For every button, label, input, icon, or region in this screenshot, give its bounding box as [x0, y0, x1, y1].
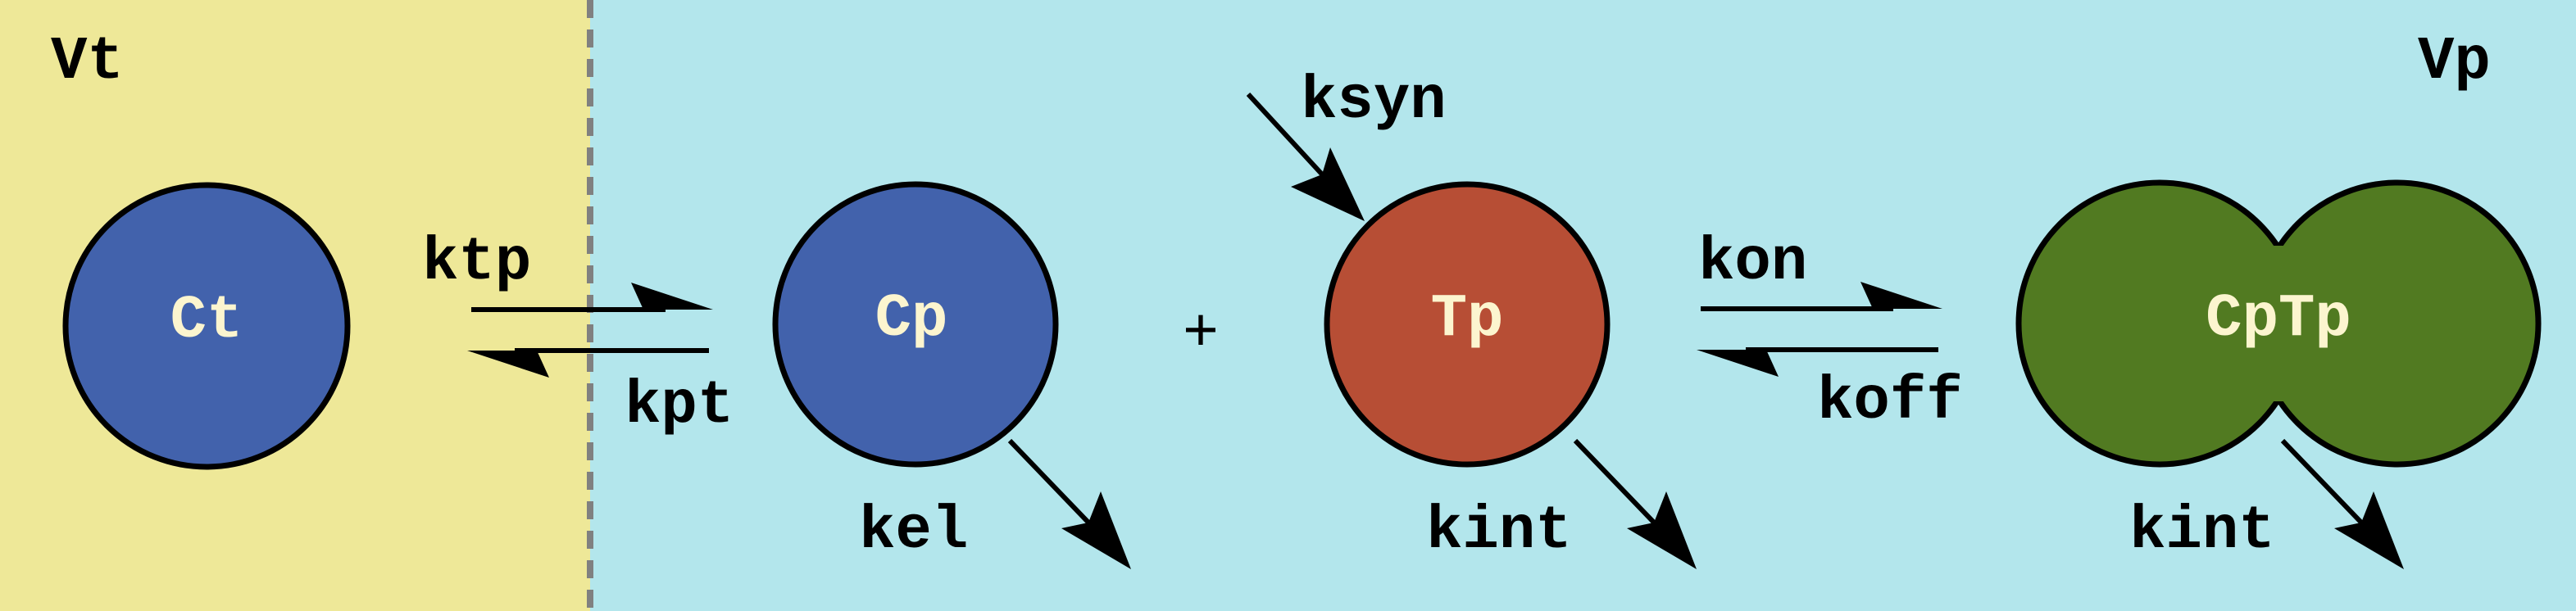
- ksyn-rate-label: ksyn: [1301, 67, 1447, 136]
- kon-arrowhead: [1860, 282, 1942, 309]
- kint-tp-rate-label: kint: [1426, 497, 1572, 566]
- cp-circle: [772, 181, 1059, 468]
- plus-operator: +: [1183, 296, 1218, 364]
- ksyn-arrowhead: [1291, 147, 1365, 221]
- kint-cptp-rate-label: kint: [2129, 497, 2275, 566]
- kel-arrow: [1007, 438, 1131, 569]
- ksyn-arrow: [1246, 92, 1365, 221]
- ct-circle: [62, 182, 351, 470]
- tp-circle: [1324, 181, 1611, 468]
- koff-arrowhead: [1697, 350, 1779, 377]
- kint-tp-arrowhead: [1627, 491, 1697, 569]
- kint-cptp-arrowhead: [2334, 491, 2404, 569]
- kpt-rate-label: kpt: [625, 372, 734, 441]
- ct-label: Ct: [170, 287, 243, 355]
- cptp-label: CpTp: [2206, 285, 2351, 354]
- ct-node: Ct: [62, 182, 351, 470]
- kint-cptp-arrow: [2280, 438, 2404, 569]
- kpt-arrow: [467, 348, 709, 378]
- cp-node: Cp: [772, 181, 1059, 468]
- cptp-node: CpTp: [2015, 179, 2542, 468]
- kel-rate-label: kel: [859, 497, 968, 566]
- koff-rate-label: koff: [1817, 368, 1963, 437]
- kint-tp-arrow: [1573, 438, 1697, 569]
- tissue-volume-label: Vt: [51, 28, 124, 97]
- koff-arrow: [1697, 347, 1938, 377]
- cptp-overlap-fill: [2213, 246, 2344, 401]
- kel-arrowhead: [1061, 491, 1131, 569]
- ktp-rate-label: ktp: [422, 229, 531, 297]
- cp-label: Cp: [875, 285, 948, 354]
- ktp-arrowhead: [631, 283, 713, 310]
- kon-rate-label: kon: [1698, 229, 1807, 297]
- kpt-arrowhead: [467, 351, 549, 378]
- kon-arrow: [1701, 282, 1942, 311]
- ktp-arrow: [471, 283, 713, 312]
- tp-label: Tp: [1431, 285, 1504, 354]
- plasma-volume-label: Vp: [2418, 28, 2491, 97]
- tp-node: Tp: [1324, 181, 1611, 468]
